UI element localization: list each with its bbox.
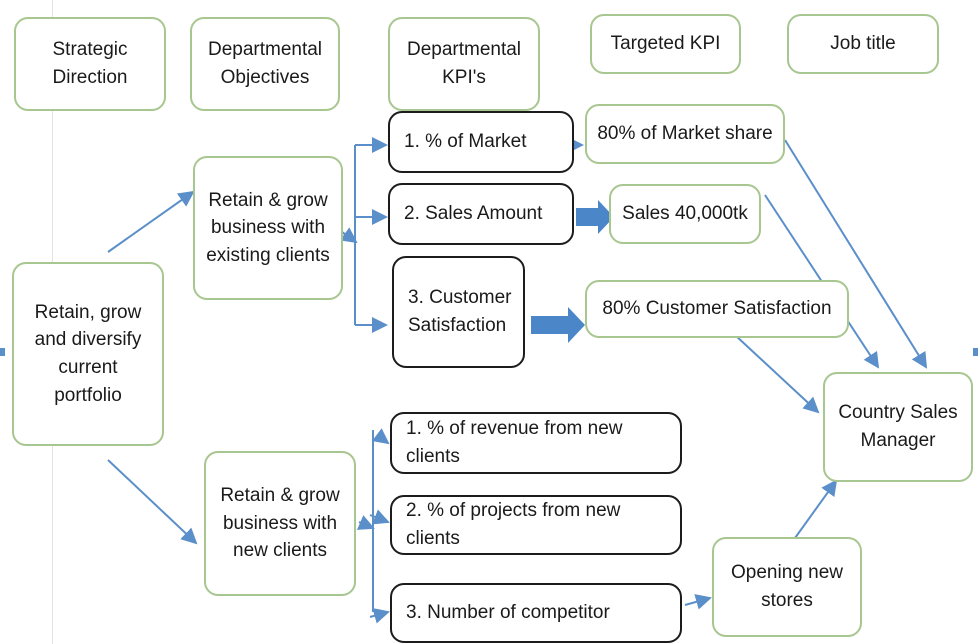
kpi-customer-satisfaction: 3. Customer Satisfaction	[392, 256, 525, 368]
target-sales: Sales 40,000tk	[609, 184, 761, 244]
arrow-to-new-kpi-2	[369, 509, 390, 525]
header-strategic-direction: Strategic Direction	[14, 17, 166, 111]
header-departmental-objectives: Departmental Objectives	[190, 17, 340, 111]
target-customer-satisfaction: 80% Customer Satisfaction	[585, 280, 849, 338]
strategy-box: Retain, grow and diversify current portf…	[12, 262, 164, 446]
target-market-share: 80% of Market share	[585, 104, 785, 164]
arrow-competitor-to-stores	[684, 594, 712, 610]
arrow-strategy-to-new	[107, 459, 198, 545]
objective-new-clients: Retain & grow business with new clients	[204, 451, 356, 596]
kpi-sales-amount: 2. Sales Amount	[388, 183, 574, 245]
header-job-title: Job title	[787, 14, 939, 74]
left-edge-marker	[0, 348, 5, 356]
arrow-satisfaction-to-manager	[734, 334, 820, 414]
right-edge-marker	[973, 348, 978, 356]
header-targeted-kpi: Targeted KPI	[590, 14, 741, 74]
objective-existing-clients: Retain & grow business with existing cli…	[193, 156, 343, 300]
block-arrow-satisfaction	[531, 307, 585, 343]
job-country-sales-manager: Country Sales Manager	[823, 372, 973, 482]
arrow-existing-to-bracket	[339, 227, 358, 244]
arrow-to-new-kpi-3	[369, 608, 390, 624]
target-opening-new-stores: Opening new stores	[712, 537, 862, 637]
arrow-new-to-bracket	[356, 515, 375, 530]
kpi-revenue-new-clients: 1. % of revenue from new clients	[390, 412, 682, 474]
arrow-to-new-kpi-1	[372, 428, 390, 445]
kpi-projects-new-clients: 2. % of projects from new clients	[390, 495, 682, 555]
arrow-stores-to-manager	[794, 479, 838, 539]
arrow-market-to-manager	[784, 139, 928, 369]
kpi-number-of-competitor: 3. Number of competitor	[390, 583, 682, 643]
arrow-strategy-to-existing	[107, 190, 195, 253]
kpi-market-share: 1. % of Market	[388, 111, 574, 173]
block-arrow-sales	[576, 200, 614, 234]
header-departmental-kpis: Departmental KPI's	[388, 17, 540, 111]
